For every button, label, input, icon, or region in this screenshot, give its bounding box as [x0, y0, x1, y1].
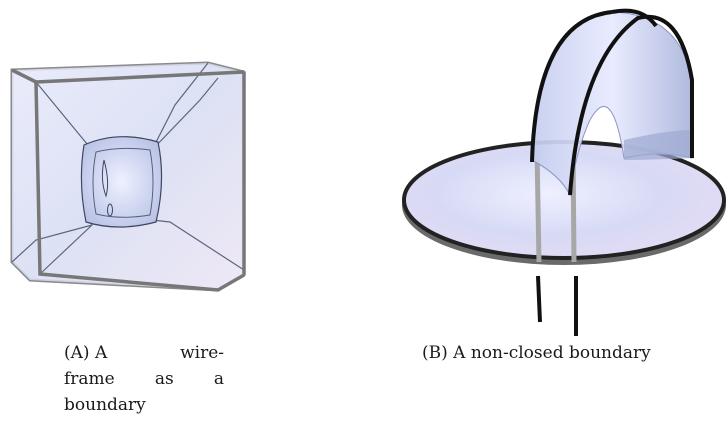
caption-b-tag: (B) — [422, 343, 448, 363]
caption-a-line-3: boundary — [64, 392, 224, 418]
caption-a-line-2: frame as a — [64, 366, 224, 392]
arch-wires — [530, 8, 694, 196]
caption-a-word: wire- — [180, 343, 224, 363]
caption-a-word: frame — [64, 369, 115, 389]
caption-a-word: A — [94, 343, 108, 363]
figure-panel-a: (A) A wire- frame as a boundary — [0, 0, 270, 425]
caption-b-text: A non-closed boundary — [453, 343, 651, 363]
wire-legs — [536, 275, 578, 336]
figure-panel-b: (B) A non-closed boundary — [380, 0, 728, 425]
central-cell — [80, 136, 163, 228]
disk — [402, 140, 726, 265]
cube-front-frame — [11, 68, 246, 292]
caption-a-word: boundary — [64, 395, 146, 415]
arch-film — [531, 11, 693, 197]
cube-wireframe-illustration — [10, 61, 246, 292]
caption-a: (A) A wire- frame as a boundary — [64, 340, 224, 418]
disk-arch-illustration — [402, 8, 726, 336]
caption-a-line-1: (A) A wire- — [64, 340, 224, 366]
caption-a-word: as — [154, 369, 174, 389]
caption-a-tag: (A) — [64, 343, 90, 363]
caption-b: (B) A non-closed boundary — [422, 340, 651, 366]
caption-a-word: a — [213, 369, 224, 389]
